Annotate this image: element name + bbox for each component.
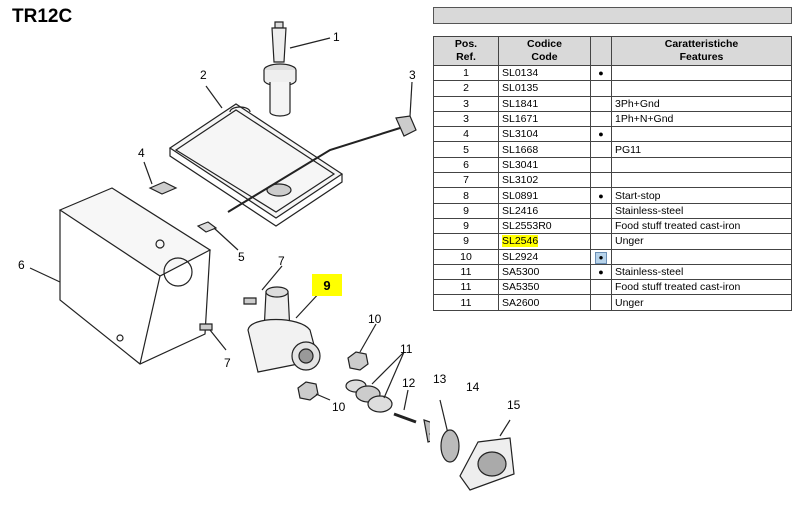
exploded-diagram: [29, 21, 430, 443]
housing-part: [58, 187, 212, 365]
callout-3: 3: [409, 68, 416, 82]
bullet-icon: ●: [590, 187, 612, 204]
worm-part: [345, 379, 393, 413]
header-marker: [590, 36, 612, 66]
bullet-icon: ●: [590, 64, 612, 82]
nut-part: [297, 381, 319, 401]
callout-10-top: 10: [368, 312, 382, 326]
bullet-icon: ●: [590, 126, 612, 143]
callout-14: 14: [466, 380, 480, 394]
callout-1: 1: [333, 30, 340, 44]
callout-10-bottom: 10: [332, 400, 346, 414]
pin-part: [393, 412, 417, 424]
header-pos: Pos.Ref.: [433, 36, 499, 66]
model-title: TR12C: [12, 6, 73, 27]
tray-part: [168, 103, 344, 227]
callout-5: 5: [238, 250, 245, 264]
callout-11: 11: [400, 342, 413, 356]
nut-part: [347, 351, 369, 371]
callout-7-bottom: 7: [224, 356, 231, 370]
gland-part: [196, 221, 218, 233]
mincer-head-part: [247, 286, 321, 373]
callout-9-highlighted: 9: [312, 274, 342, 296]
callout-12: 12: [402, 376, 416, 390]
label-plate: [148, 181, 178, 195]
retaining-ring-drawing: [439, 399, 515, 491]
callout-6: 6: [18, 258, 25, 272]
highlighted-code: SL2546: [502, 235, 539, 248]
callout-15: 15: [507, 398, 521, 412]
callout-13: 13: [433, 372, 447, 386]
screw-part: [199, 323, 213, 331]
screw-part: [243, 297, 257, 305]
knife-part: [423, 419, 430, 443]
bullet-icon: ●: [590, 263, 612, 281]
callout-7-top: 7: [278, 254, 285, 268]
table-title-bar: [433, 7, 792, 24]
cable-part: [227, 115, 417, 213]
callout-2: 2: [200, 68, 207, 82]
bullet-icon: ●: [595, 251, 607, 264]
callout-4: 4: [138, 146, 145, 160]
pusher-part: [263, 21, 297, 117]
